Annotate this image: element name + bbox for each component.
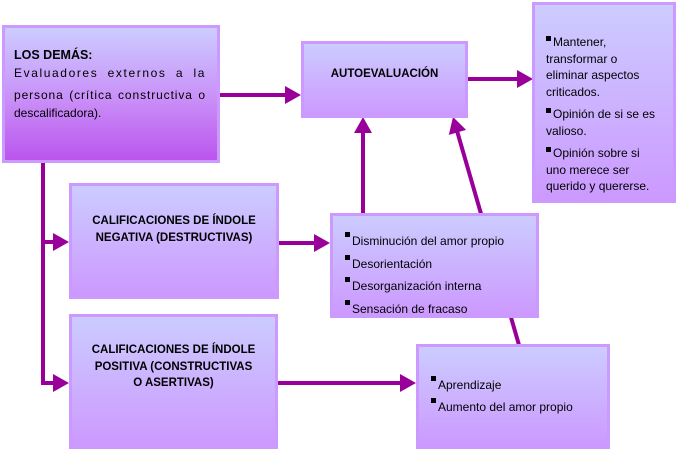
square-bullet-icon <box>431 398 436 403</box>
node-positive-ratings: CALIFICACIONES DE ÍNDOLE POSITIVA (CONST… <box>69 314 278 449</box>
others-description-line: descalificadora). <box>14 106 102 120</box>
outcome-line: eliminar aspectos <box>546 68 640 82</box>
arrow-others-to-self-evaluation <box>219 86 301 104</box>
arrowhead-icon <box>400 374 416 392</box>
positive-effect-item: Aprendizaje <box>431 374 607 396</box>
outcome-line: Mantener, <box>553 35 607 49</box>
square-bullet-icon <box>345 254 350 260</box>
outcome-line: transformar o <box>546 51 618 66</box>
negative-effect-text: Disminución del amor propio <box>352 234 505 248</box>
arrow-negative-to-effects <box>279 234 330 252</box>
arrowhead-icon <box>314 234 330 252</box>
negative-effect-text: Desorganización interna <box>352 279 482 294</box>
square-bullet-icon <box>431 376 436 381</box>
positive-effect-item: Aumento del amor propio <box>431 396 607 418</box>
outcome-line: Opinión sobre si <box>553 146 640 160</box>
arrow-self-evaluation-to-outcomes <box>467 70 533 88</box>
positive-ratings-line: O ASERTIVAS) <box>133 377 214 389</box>
negative-effect-text: Desorientación <box>352 256 433 271</box>
square-bullet-icon <box>345 232 350 237</box>
outcome-item: Mantener, transformar o eliminar aspecto… <box>546 34 669 100</box>
square-bullet-icon <box>345 277 350 283</box>
outcome-item: Opinión sobre si uno merece ser querido … <box>546 145 669 195</box>
arrow-others-to-negative <box>43 233 69 251</box>
negative-ratings-line: NEGATIVA (DESTRUCTIVAS) <box>95 231 253 244</box>
positive-effect-text: Aprendizaje <box>438 378 502 392</box>
negative-effect-item: Desorientación <box>345 253 536 276</box>
square-bullet-icon <box>546 108 551 113</box>
node-negative-effects: Disminución del amor propio Desorientaci… <box>330 213 539 318</box>
arrow-shaft <box>41 163 54 385</box>
node-positive-effects: Aprendizaje Aumento del amor propio <box>416 344 610 449</box>
node-negative-ratings: CALIFICACIONES DE ÍNDOLE NEGATIVA (DESTR… <box>69 183 279 299</box>
negative-effect-item: Desorganización interna <box>345 275 536 298</box>
square-bullet-icon <box>546 147 551 152</box>
arrowhead-icon <box>285 86 301 104</box>
others-description-line: persona (crítica constructiva o <box>14 88 206 102</box>
arrow-negative-effects-to-self-evaluation <box>354 117 372 213</box>
node-outcomes: Mantener, transformar o eliminar aspecto… <box>532 2 676 203</box>
outcome-line: uno merece ser <box>546 162 630 177</box>
arrowhead-icon <box>448 117 467 135</box>
arrowhead-icon <box>354 117 372 133</box>
outcome-item: Opinión de si se es valioso. <box>546 106 669 139</box>
square-bullet-icon <box>546 36 551 41</box>
others-title: LOS DEMÁS: <box>14 48 93 62</box>
outcome-line: criticados. <box>546 84 601 99</box>
others-description-line: Evaluadores externos a la <box>14 66 206 80</box>
arrowhead-icon <box>53 374 69 392</box>
negative-effect-item: Sensación de fracaso <box>345 298 536 321</box>
self-evaluation-label: AUTOEVALUACIÓN <box>330 68 439 80</box>
negative-effect-text: Sensación de fracaso <box>352 302 468 317</box>
negative-effect-item: Disminución del amor propio <box>345 230 536 253</box>
square-bullet-icon <box>345 300 350 306</box>
outcome-line: valioso. <box>546 123 587 138</box>
arrowhead-icon <box>517 70 533 88</box>
positive-ratings-line: POSITIVA (CONSTRUCTIVAS <box>94 360 253 373</box>
node-self-evaluation: AUTOEVALUACIÓN <box>301 41 468 118</box>
node-others: LOS DEMÁS: Evaluadores externos a la per… <box>2 25 220 163</box>
arrow-positive-to-effects <box>274 374 416 392</box>
arrow-others-to-positive <box>41 163 69 392</box>
positive-effect-text: Aumento del amor propio <box>438 400 573 414</box>
outcome-line: querido y quererse. <box>546 179 650 193</box>
arrowhead-icon <box>53 233 69 251</box>
positive-ratings-line: CALIFICACIONES DE ÍNDOLE <box>91 344 256 356</box>
negative-ratings-line: CALIFICACIONES DE ÍNDOLE <box>92 215 256 227</box>
outcome-line: Opinión de si se es <box>553 107 656 121</box>
